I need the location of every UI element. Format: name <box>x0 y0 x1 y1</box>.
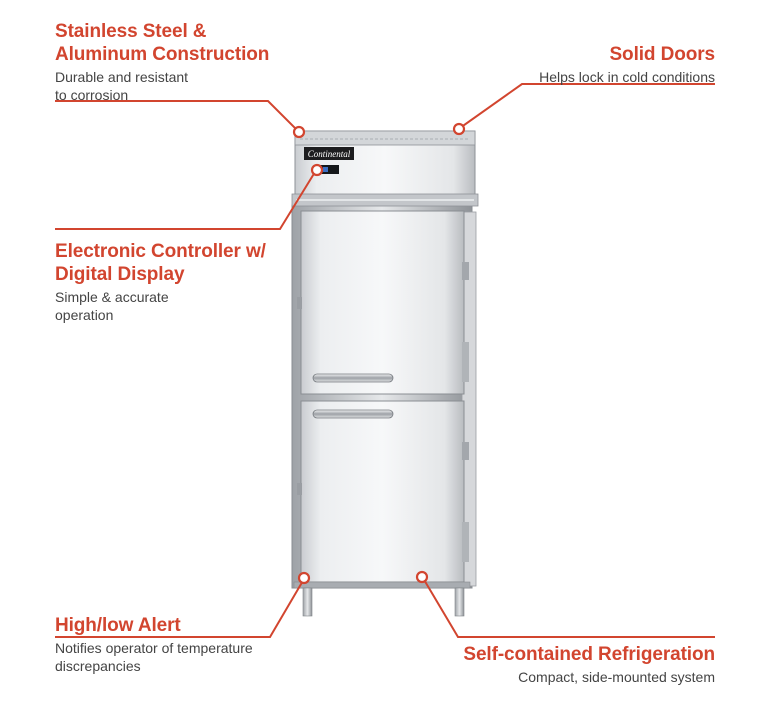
hinge-icon <box>462 522 469 562</box>
callout-title: High/low Alert <box>55 615 181 636</box>
upper-door-lock-icon <box>297 297 302 309</box>
callout-leader-lines <box>55 83 715 638</box>
callout-description-line: Durable and resistant <box>55 69 189 85</box>
callout-title-line: Digital Display <box>55 264 185 285</box>
callout-description-line: to corrosion <box>55 87 129 103</box>
callout-electronic-controller: Electronic Controller w/ Digital Display… <box>55 240 266 324</box>
marker-dot-icon <box>415 570 429 584</box>
callout-title: Electronic Controller w/ Digital Display <box>55 240 266 286</box>
callout-description-line: discrepancies <box>55 658 141 674</box>
hinge-icon <box>462 262 469 280</box>
refrigerator-cabinet: Continental <box>291 130 479 617</box>
brand-logo-text: Continental <box>308 149 351 159</box>
callout-title-line: Stainless Steel & <box>55 21 207 42</box>
marker-dot-icon <box>452 122 466 136</box>
marker-dot-icon <box>292 125 306 139</box>
callout-description-line: Simple & accurate <box>55 289 169 305</box>
lower-door-lock-icon <box>297 483 302 495</box>
hinge-icon <box>462 442 469 460</box>
callout-description: Durable and resistant to corrosion <box>55 68 269 104</box>
callout-title: Solid Doors <box>609 44 715 65</box>
leg <box>454 587 465 617</box>
callout-stainless-steel: Stainless Steel & Aluminum Construction … <box>55 20 269 104</box>
marker-dot-icon <box>297 571 311 585</box>
leg <box>302 587 313 617</box>
callout-title: Self-contained Refrigeration <box>463 644 715 665</box>
upper-door-handle <box>312 373 394 383</box>
lower-door <box>300 400 465 583</box>
callout-description: Compact, side-mounted system <box>518 669 715 685</box>
callout-description: Simple & accurate operation <box>55 288 266 324</box>
callout-self-contained-refrigeration: Self-contained Refrigeration Compact, si… <box>463 643 715 686</box>
callout-description-line: Notifies operator of temperature <box>55 640 253 656</box>
marker-dot-icon <box>310 163 324 177</box>
callout-title-line: Aluminum Construction <box>55 44 270 65</box>
callout-solid-doors: Solid Doors Helps lock in cold condition… <box>539 43 715 86</box>
hinge-icon <box>462 342 469 382</box>
callout-title: Stainless Steel & Aluminum Construction <box>55 20 269 66</box>
callout-title-line: Electronic Controller w/ <box>55 241 266 262</box>
brand-logo <box>304 147 354 160</box>
digital-display <box>319 165 339 174</box>
callout-description-line: operation <box>55 307 114 323</box>
callout-description: Helps lock in cold conditions <box>539 69 715 85</box>
upper-door <box>300 210 465 395</box>
lower-door-handle <box>312 409 394 419</box>
callout-high-low-alert: High/low Alert Notifies operator of temp… <box>55 614 253 675</box>
callout-description: Notifies operator of temperature discrep… <box>55 639 253 675</box>
